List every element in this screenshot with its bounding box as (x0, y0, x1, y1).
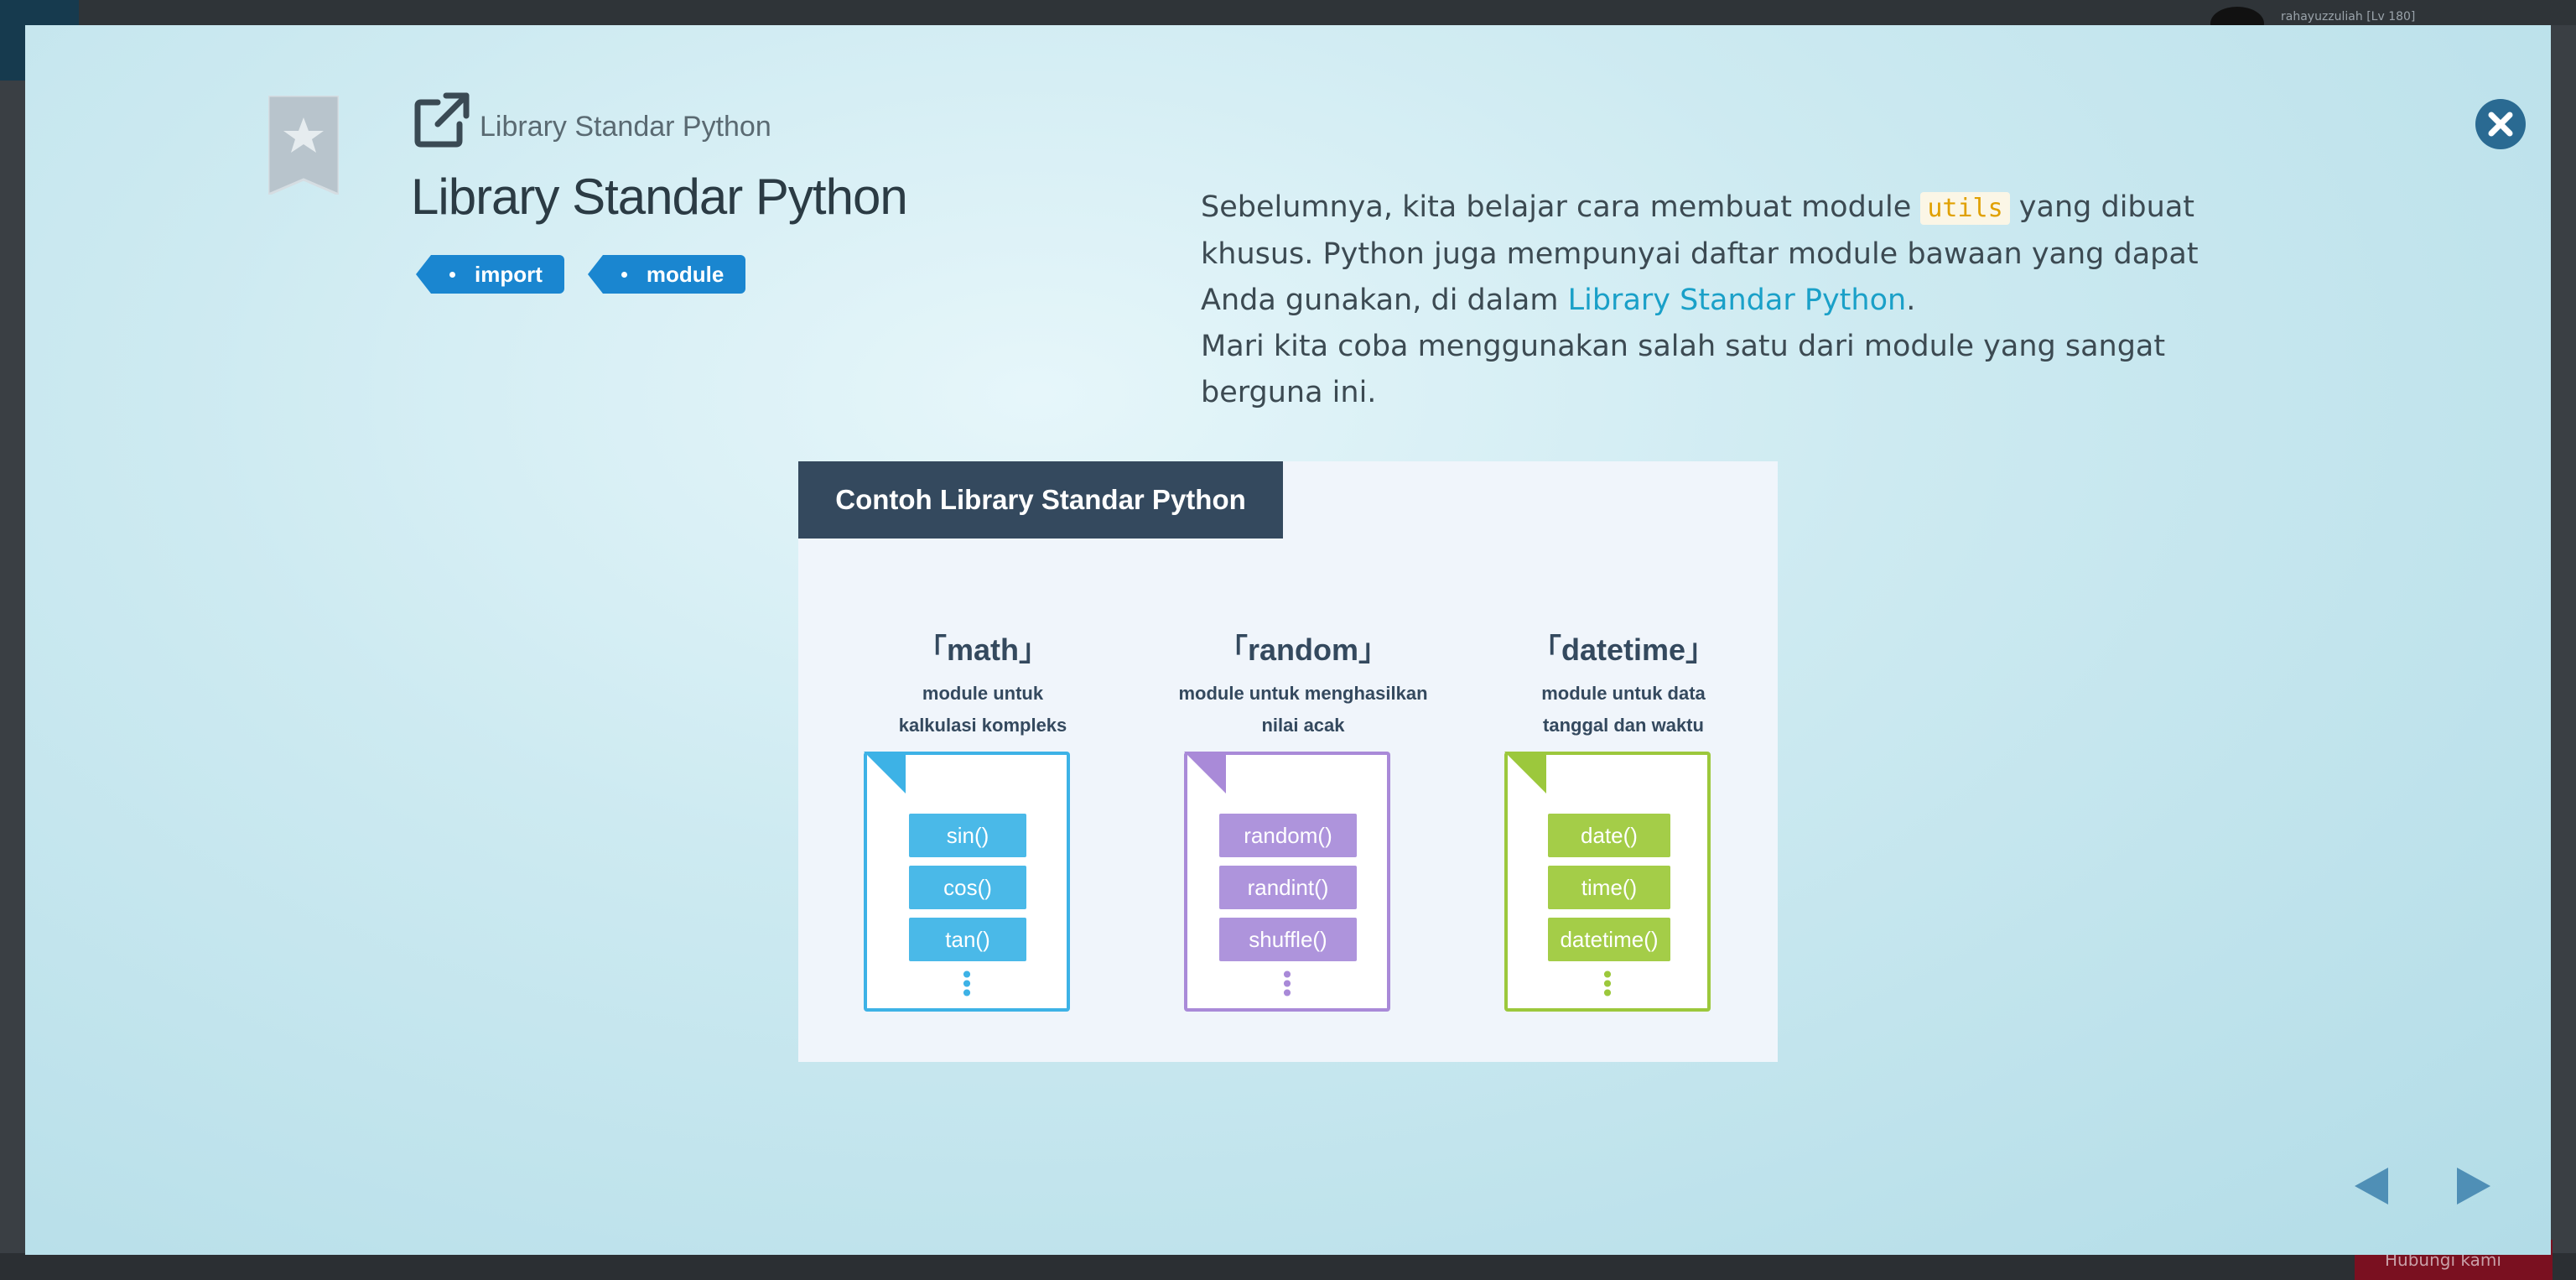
function-box: random() (1219, 814, 1357, 857)
background-bottom-bar (0, 1253, 2576, 1280)
page-title: Library Standar Python (411, 169, 908, 225)
module-description-line: module untuk menghasilkan (1178, 683, 1428, 704)
tag-list: import module (416, 255, 746, 294)
diagram-heading: Contoh Library Standar Python (798, 461, 1283, 539)
module-document-icon: sin() cos() tan() ••• (864, 752, 1070, 1012)
module-document-icon: date() time() datetime() ••• (1504, 752, 1711, 1012)
document-corner (1184, 752, 1226, 793)
module-name: 「math」 (916, 632, 1049, 667)
lesson-description: Sebelumnya, kita belajar cara membuat mo… (1201, 185, 2241, 416)
more-dots-icon: ••• (959, 961, 974, 1007)
module-description: module untuk menghasilkan nilai acak (1169, 678, 1437, 741)
description-text: Mari kita coba menggunakan salah satu da… (1201, 330, 2166, 409)
function-box: cos() (909, 866, 1026, 909)
module-document-icon: random() randint() shuffle() ••• (1184, 752, 1390, 1012)
module-name: 「datetime」 (1530, 632, 1716, 667)
bookmark-star-icon[interactable] (268, 96, 339, 195)
function-box: datetime() (1548, 918, 1670, 961)
function-box: randint() (1219, 866, 1357, 909)
more-dots-icon: ••• (1600, 961, 1615, 1007)
document-corner (1504, 752, 1546, 793)
background-user-label: rahayuzzuliah [Lv 180] (2281, 10, 2416, 23)
library-link[interactable]: Library Standar Python (1567, 284, 1907, 317)
lesson-modal: Library Standar Python Library Standar P… (25, 25, 2551, 1255)
module-description: module untuk kalkulasi kompleks (849, 678, 1117, 741)
close-icon[interactable] (2474, 97, 2527, 151)
background-top-bar (0, 0, 2576, 25)
function-box: tan() (909, 918, 1026, 961)
more-dots-icon: ••• (1280, 961, 1295, 1007)
description-text: yang dibuat khusus. Python juga mempunya… (1201, 190, 2199, 317)
document-corner (864, 752, 906, 793)
next-icon[interactable] (2454, 1166, 2494, 1206)
external-link-icon[interactable] (413, 91, 471, 149)
description-text: Sebelumnya, kita belajar cara membuat mo… (1201, 190, 1921, 224)
module-description-line: tanggal dan waktu (1543, 715, 1704, 736)
tag-import[interactable]: import (416, 255, 564, 294)
module-description: module untuk data tanggal dan waktu (1489, 678, 1758, 741)
module-description-line: kalkulasi kompleks (898, 715, 1067, 736)
module-name: 「random」 (1217, 632, 1389, 667)
breadcrumb[interactable]: Library Standar Python (480, 111, 771, 143)
function-box: shuffle() (1219, 918, 1357, 961)
tag-module[interactable]: module (587, 255, 746, 294)
function-box: date() (1548, 814, 1670, 857)
function-box: sin() (909, 814, 1026, 857)
function-box: time() (1548, 866, 1670, 909)
module-description-line: module untuk (922, 683, 1044, 704)
module-description-line: module untuk data (1541, 683, 1706, 704)
inline-code: utils (1920, 192, 2010, 225)
previous-icon[interactable] (2351, 1166, 2392, 1206)
description-text: . (1906, 284, 1916, 317)
library-diagram: Contoh Library Standar Python 「math」 mod… (798, 461, 1778, 1062)
module-description-line: nilai acak (1261, 715, 1345, 736)
